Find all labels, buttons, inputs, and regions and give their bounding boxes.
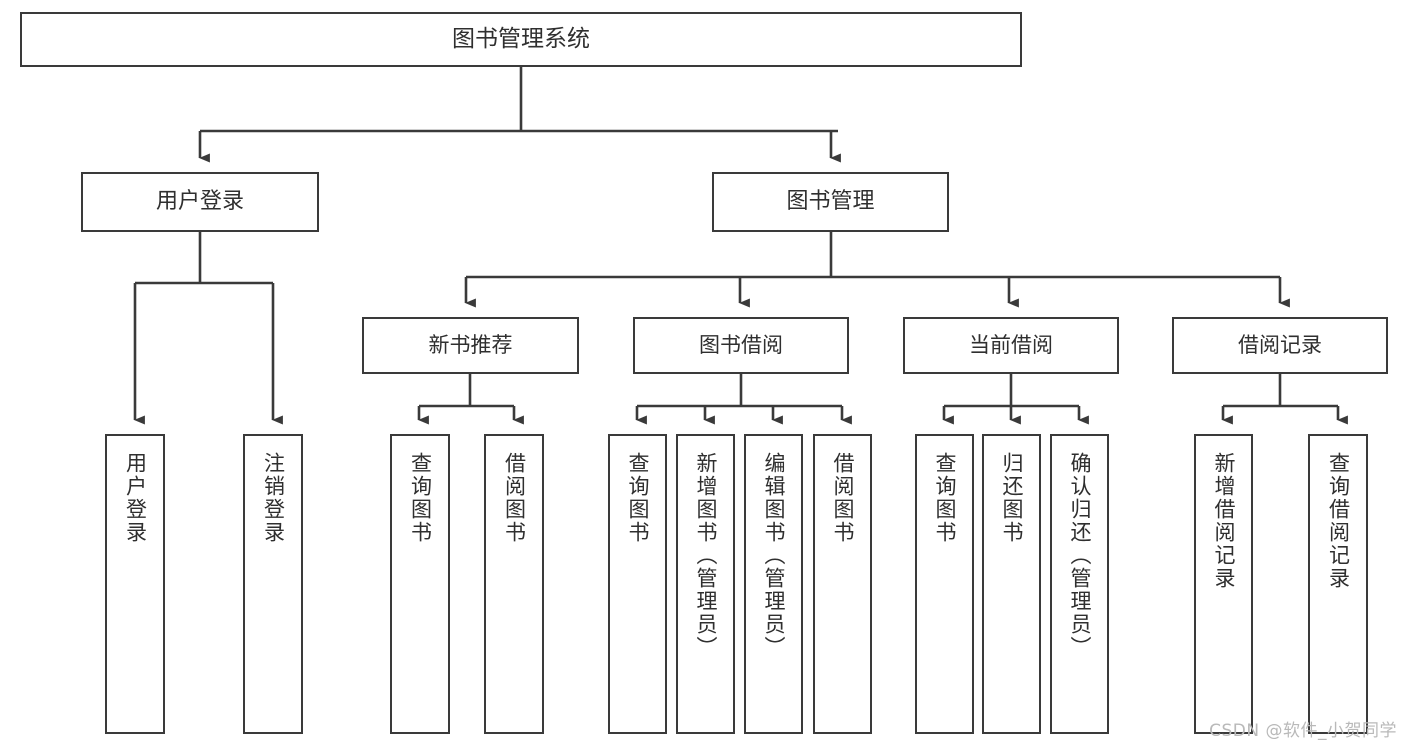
node-leaf-add-record[interactable]: 新增借阅记录	[1194, 434, 1253, 734]
node-leaf-add-book[interactable]: 新增图书（管理员）	[676, 434, 735, 734]
node-leaf-query-book-1[interactable]: 查询图书	[390, 434, 450, 734]
node-leaf-borrow-book-2-label: 借阅图书	[831, 452, 855, 544]
node-book-manage-label: 图书管理	[786, 189, 875, 215]
node-leaf-edit-book-label: 编辑图书（管理员）	[762, 452, 786, 659]
node-root[interactable]: 图书管理系统	[20, 12, 1022, 67]
node-leaf-query-record-label: 查询借阅记录	[1326, 452, 1351, 590]
node-book-borrow[interactable]: 图书借阅	[633, 317, 849, 374]
node-user-login-label: 用户登录	[155, 189, 244, 215]
node-leaf-confirm-return-label: 确认归还（管理员）	[1068, 452, 1092, 659]
node-new-book-rec-label: 新书推荐	[428, 333, 513, 358]
node-root-label: 图书管理系统	[452, 25, 590, 52]
node-borrow-record[interactable]: 借阅记录	[1172, 317, 1388, 374]
node-leaf-user-login[interactable]: 用户登录	[105, 434, 165, 734]
node-leaf-query-record[interactable]: 查询借阅记录	[1308, 434, 1368, 734]
node-leaf-query-book-3-label: 查询图书	[933, 452, 957, 544]
node-leaf-confirm-return[interactable]: 确认归还（管理员）	[1050, 434, 1109, 734]
csdn-watermark: CSDN @软件_小贺同学	[1209, 721, 1397, 741]
node-leaf-user-login-label: 用户登录	[123, 452, 148, 544]
node-current-borrow-label: 当前借阅	[969, 333, 1053, 358]
node-leaf-return-book-label: 归还图书	[1000, 452, 1024, 544]
node-leaf-edit-book[interactable]: 编辑图书（管理员）	[744, 434, 803, 734]
node-user-login[interactable]: 用户登录	[81, 172, 319, 232]
node-new-book-rec[interactable]: 新书推荐	[362, 317, 579, 374]
node-leaf-borrow-book-2[interactable]: 借阅图书	[813, 434, 872, 734]
node-leaf-add-book-label: 新增图书（管理员）	[694, 452, 718, 659]
node-book-manage[interactable]: 图书管理	[712, 172, 949, 232]
node-leaf-logout[interactable]: 注销登录	[243, 434, 303, 734]
node-leaf-return-book[interactable]: 归还图书	[982, 434, 1041, 734]
node-book-borrow-label: 图书借阅	[699, 333, 783, 358]
node-leaf-borrow-book-1-label: 借阅图书	[502, 452, 527, 544]
node-leaf-query-book-1-label: 查询图书	[408, 452, 433, 544]
node-leaf-query-book-2[interactable]: 查询图书	[608, 434, 667, 734]
node-current-borrow[interactable]: 当前借阅	[903, 317, 1119, 374]
node-leaf-add-record-label: 新增借阅记录	[1212, 452, 1236, 590]
node-leaf-query-book-2-label: 查询图书	[626, 452, 650, 544]
node-leaf-logout-label: 注销登录	[261, 452, 286, 544]
node-leaf-borrow-book-1[interactable]: 借阅图书	[484, 434, 544, 734]
node-leaf-query-book-3[interactable]: 查询图书	[915, 434, 974, 734]
node-borrow-record-label: 借阅记录	[1238, 333, 1322, 358]
